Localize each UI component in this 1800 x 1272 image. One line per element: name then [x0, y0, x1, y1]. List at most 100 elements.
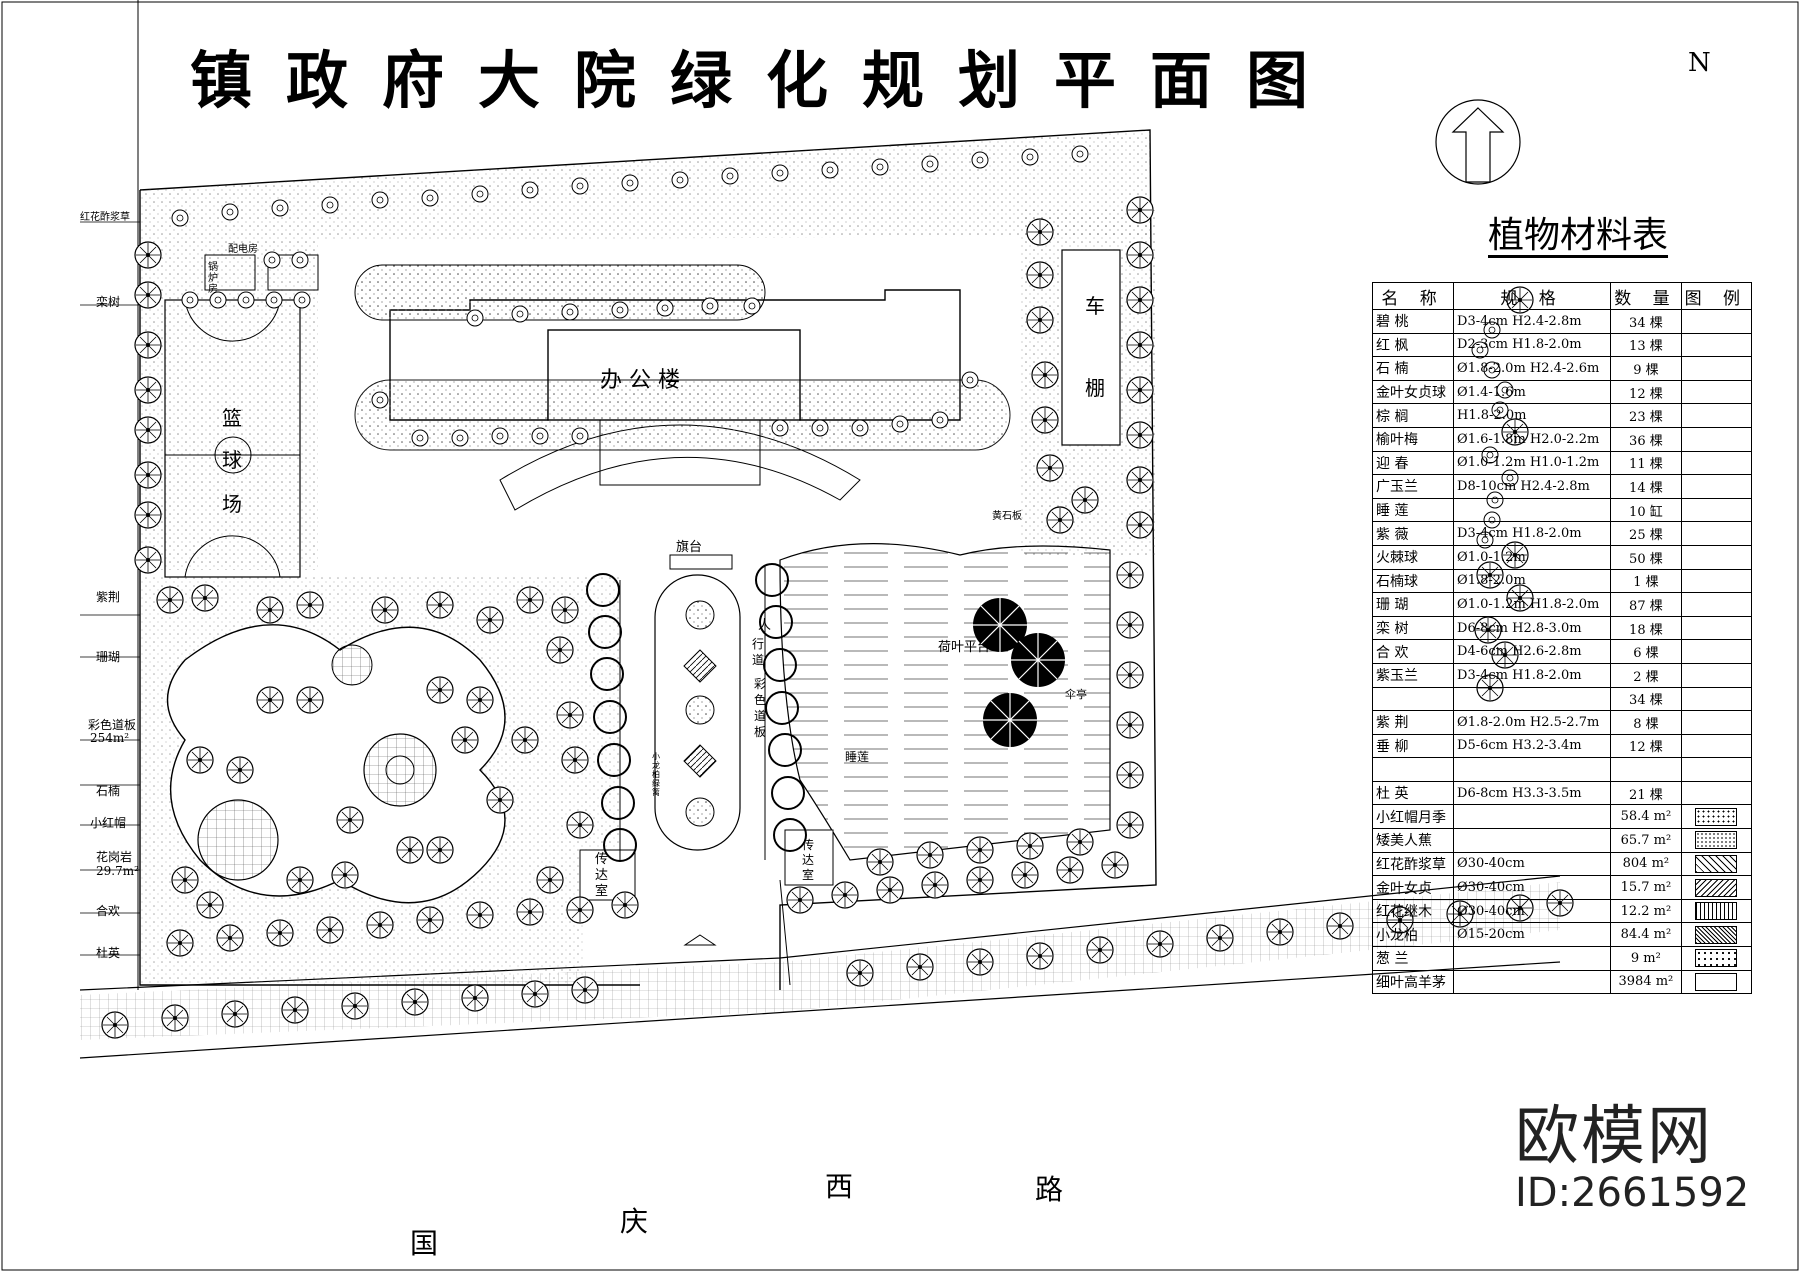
basketball-court-label-3: 场	[222, 492, 242, 516]
side-label-9: 29.7m²	[96, 864, 139, 878]
plant-name-cell: 小红帽月季	[1371, 804, 1455, 830]
plant-spec-cell: D3-4cm H1.8-2.0m	[1453, 521, 1612, 546]
plant-name-cell: 葱 兰	[1371, 946, 1455, 971]
plant-qty-cell: 15.7 m²	[1610, 875, 1682, 900]
plant-name-cell: 火棘球	[1371, 544, 1455, 570]
plant-name-cell: 栾 树	[1371, 615, 1455, 641]
garage-label-2: 棚	[1085, 376, 1105, 400]
plant-legend-symbol-cell	[1680, 851, 1753, 877]
plant-spec-cell: D2-3cm H1.8-2.0m	[1453, 332, 1612, 358]
plant-spec-cell: Ø1.8-2.0m	[1453, 568, 1612, 594]
plant-legend-symbol-cell	[1680, 922, 1753, 948]
side-label-4: 彩色道板	[88, 718, 137, 732]
plant-qty-cell: 3984 m²	[1610, 969, 1682, 995]
plant-spec-cell	[1453, 828, 1612, 853]
watermark-brand: 欧模网	[1515, 1100, 1713, 1174]
legend-swatch	[1695, 854, 1738, 873]
plant-legend-symbol-cell	[1680, 426, 1753, 452]
lotus-platform-label: 荷叶平台	[938, 640, 991, 655]
plant-name-cell: 紫玉兰	[1371, 662, 1455, 688]
plant-qty-cell: 2 棵	[1610, 662, 1682, 688]
plant-table-header-legend: 图 例	[1680, 282, 1753, 310]
side-label-10: 合欢	[96, 904, 121, 918]
plant-legend-symbol-cell	[1680, 639, 1753, 664]
plant-name-cell: 杜 英	[1371, 780, 1455, 806]
plant-name-cell: 小龙柏	[1371, 922, 1455, 948]
plant-qty-cell: 12.2 m²	[1610, 898, 1682, 924]
plant-qty-cell: 1 棵	[1610, 568, 1682, 594]
plant-qty-cell: 34 棵	[1610, 309, 1682, 334]
plant-legend-symbol-cell	[1680, 875, 1753, 900]
guard-room-right-label: 传达室	[802, 838, 815, 882]
plant-legend-symbol-cell	[1680, 780, 1753, 806]
side-label-0: 红花酢浆草	[80, 212, 130, 223]
plant-qty-cell: 6 棵	[1610, 639, 1682, 664]
legend-swatch	[1695, 831, 1738, 850]
plant-name-cell: 睡 莲	[1371, 497, 1455, 523]
plant-spec-cell: Ø30-40cm	[1453, 851, 1612, 877]
plant-name-cell: 红花酢浆草	[1371, 851, 1455, 877]
plant-spec-cell: D3-4cm H1.8-2.0m	[1453, 662, 1612, 688]
plant-qty-cell: 50 棵	[1610, 544, 1682, 570]
plant-spec-cell: D4-6cm H2.6-2.8m	[1453, 639, 1612, 664]
plant-qty-cell: 34 棵	[1610, 686, 1682, 712]
side-label-1: 栾树	[96, 295, 121, 309]
plant-legend-symbol-cell	[1680, 662, 1753, 688]
plant-spec-cell: D5-6cm H3.2-3.4m	[1453, 733, 1612, 759]
plant-table-header-qty: 数 量	[1610, 282, 1682, 310]
plant-spec-cell: D3-4cm H2.4-2.8m	[1453, 309, 1612, 334]
plant-qty-cell: 23 棵	[1610, 403, 1682, 428]
plant-table-header-spec: 规 格	[1453, 282, 1612, 310]
road-label-3: 西	[825, 1170, 854, 1203]
plant-name-cell: 紫 薇	[1371, 521, 1455, 546]
plant-name-cell: 细叶高羊茅	[1371, 969, 1455, 995]
plant-name-cell: 珊 瑚	[1371, 592, 1455, 617]
north-label: N	[1688, 48, 1711, 78]
side-label-5: 254m²	[90, 731, 130, 745]
plant-spec-cell: Ø1.0-1.2m H1.8-2.0m	[1453, 592, 1612, 617]
side-label-7: 小红帽	[90, 816, 127, 830]
road-label-2: 庆	[620, 1205, 649, 1238]
side-label-6: 石楠	[96, 784, 121, 798]
plant-name-cell	[1371, 757, 1455, 782]
plant-name-cell: 石楠球	[1371, 568, 1455, 594]
plant-spec-cell: Ø30-40cm	[1453, 898, 1612, 924]
plant-legend-symbol-cell	[1680, 946, 1753, 971]
plant-spec-cell: D6-8cm H3.3-3.5m	[1453, 780, 1612, 806]
plant-spec-cell: Ø1.6-1.8m H2.0-2.2m	[1453, 426, 1612, 452]
plant-legend-symbol-cell	[1680, 804, 1753, 830]
plant-spec-cell	[1453, 946, 1612, 971]
plant-qty-cell: 11 棵	[1610, 450, 1682, 476]
plant-legend-symbol-cell	[1680, 686, 1753, 712]
legend-swatch	[1695, 949, 1738, 968]
plant-name-cell: 矮美人蕉	[1371, 828, 1455, 853]
plant-spec-cell: D6-8cm H2.8-3.0m	[1453, 615, 1612, 641]
plant-legend-symbol-cell	[1680, 757, 1753, 782]
plant-name-cell: 棕 榈	[1371, 403, 1455, 428]
power-room-label: 配电房	[228, 244, 258, 255]
plant-qty-cell: 25 棵	[1610, 521, 1682, 546]
plant-spec-cell: Ø1.8-2.0m H2.4-2.6m	[1453, 356, 1612, 381]
legend-swatch	[1695, 972, 1738, 991]
legend-swatch	[1695, 807, 1738, 826]
plant-table-title: 植物材料表	[1488, 215, 1669, 256]
side-label-3: 珊瑚	[96, 650, 121, 664]
watermark-id: ID:2661592	[1515, 1170, 1750, 1216]
plant-legend-symbol-cell	[1680, 615, 1753, 641]
plant-spec-cell: Ø15-20cm	[1453, 922, 1612, 948]
plant-legend-symbol-cell	[1680, 309, 1753, 334]
plant-qty-cell: 84.4 m²	[1610, 922, 1682, 948]
